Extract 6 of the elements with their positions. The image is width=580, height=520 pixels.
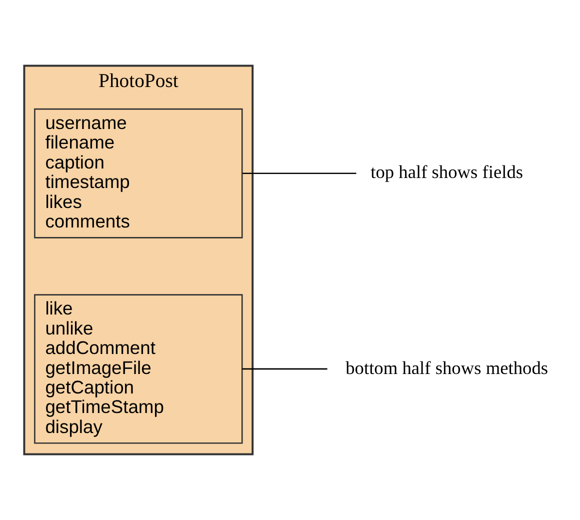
connector <box>242 368 328 370</box>
node-text: top half shows fields <box>370 162 524 182</box>
connector <box>242 172 356 174</box>
node-box: username filename caption timestamp likes comments <box>34 108 243 238</box>
node-text: bottom half shows methods <box>346 358 548 378</box>
node-box: like unlike addComment getImageFile getCaption getTimeStamp display <box>34 294 243 444</box>
